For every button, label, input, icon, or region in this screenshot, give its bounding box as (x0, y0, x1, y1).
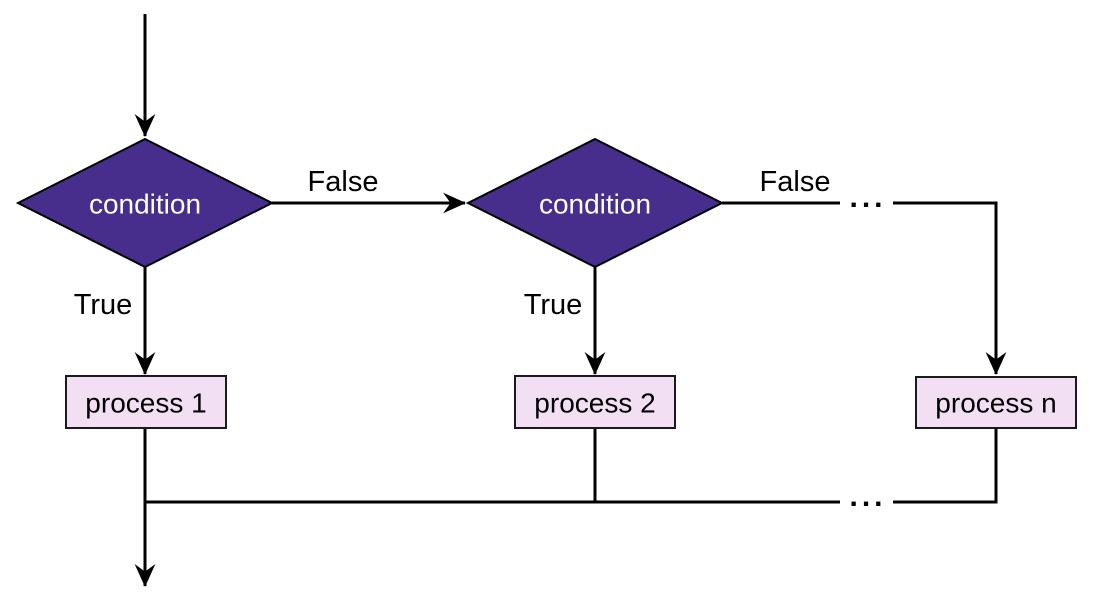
false-2-elbow-arrow (893, 201, 1007, 375)
process-2-label: process 2 (534, 388, 655, 419)
false-2-label: False (760, 166, 831, 198)
condition-1-diamond (15, 137, 275, 269)
true-1-label: True (74, 289, 133, 321)
ellipsis-top-label: ... (849, 181, 886, 214)
process-n-box (915, 376, 1077, 429)
condition-2-label: condition (539, 189, 651, 220)
condition-1-label: condition (89, 189, 201, 220)
process-1-box (65, 375, 227, 429)
process-n-label: process n (935, 388, 1056, 419)
process-2-box (514, 375, 676, 429)
process-1-label: process 1 (85, 388, 206, 419)
true-2-label: True (524, 289, 583, 321)
false-1-label: False (308, 166, 379, 198)
condition-2-diamond (465, 137, 725, 269)
ellipsis-bottom-label: ... (849, 480, 886, 513)
